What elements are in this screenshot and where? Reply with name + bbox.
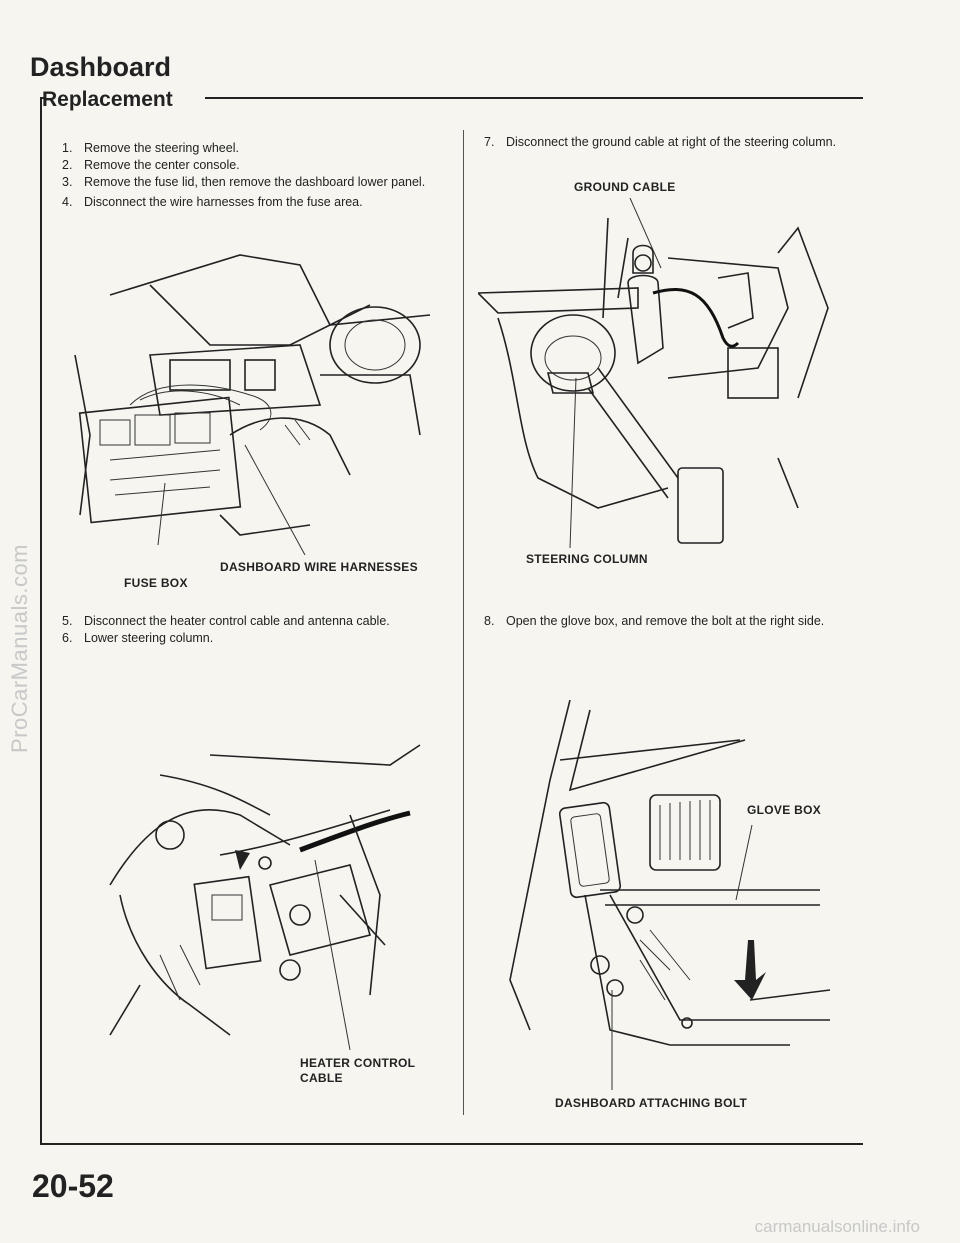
header-rule	[205, 97, 863, 99]
page-number: 20-52	[32, 1168, 114, 1204]
column-divider	[463, 130, 464, 1115]
page-title: Dashboard	[30, 52, 172, 82]
callout-heater-control: HEATER CONTROL	[300, 1056, 416, 1070]
footer-watermark: carmanualsonline.info	[754, 1217, 920, 1236]
callout-fuse-box: FUSE BOX	[124, 576, 188, 590]
callout-steering-column: STEERING COLUMN	[526, 552, 648, 566]
heater-control-cable-illustration	[109, 744, 421, 1051]
step-item: 7.Disconnect the ground cable at right o…	[484, 135, 837, 149]
steps-list-4: 8.Open the glove box, and remove the bol…	[484, 613, 864, 630]
section-subtitle: Replacement	[42, 88, 173, 111]
step-item: 6.Lower steering column.	[62, 631, 214, 645]
step-item: 2.Remove the center console.	[62, 158, 240, 172]
step-item: 4.Disconnect the wire harnesses from the…	[62, 195, 363, 209]
watermark: ProCarManuals.com	[7, 543, 32, 753]
left-border	[40, 97, 42, 1145]
bottom-rule	[40, 1143, 863, 1145]
callout-ground-cable: GROUND CABLE	[574, 180, 676, 194]
step-item: 5.Disconnect the heater control cable an…	[62, 614, 390, 628]
step-item: 3.Remove the fuse lid, then remove the d…	[62, 175, 426, 189]
callout-dashboard-attaching-bolt: DASHBOARD ATTACHING BOLT	[555, 1096, 748, 1110]
steps-list-2: 5.Disconnect the heater control cable an…	[62, 613, 442, 647]
ground-cable-illustration	[478, 198, 829, 548]
step-item: 1.Remove the steering wheel.	[62, 141, 239, 155]
steps-list-1: 1.Remove the steering wheel. 2.Remove th…	[62, 140, 442, 211]
callout-heater-control-cable: CABLE	[300, 1071, 343, 1085]
left-border-tick	[40, 97, 46, 99]
step-item: 8.Open the glove box, and remove the bol…	[484, 614, 825, 628]
glove-box-illustration	[509, 700, 831, 1090]
callout-dashboard-wire-harnesses: DASHBOARD WIRE HARNESSES	[220, 560, 418, 574]
fuse-box-illustration	[74, 254, 431, 555]
callout-glove-box: GLOVE BOX	[747, 803, 822, 817]
steps-list-3: 7.Disconnect the ground cable at right o…	[484, 134, 864, 151]
